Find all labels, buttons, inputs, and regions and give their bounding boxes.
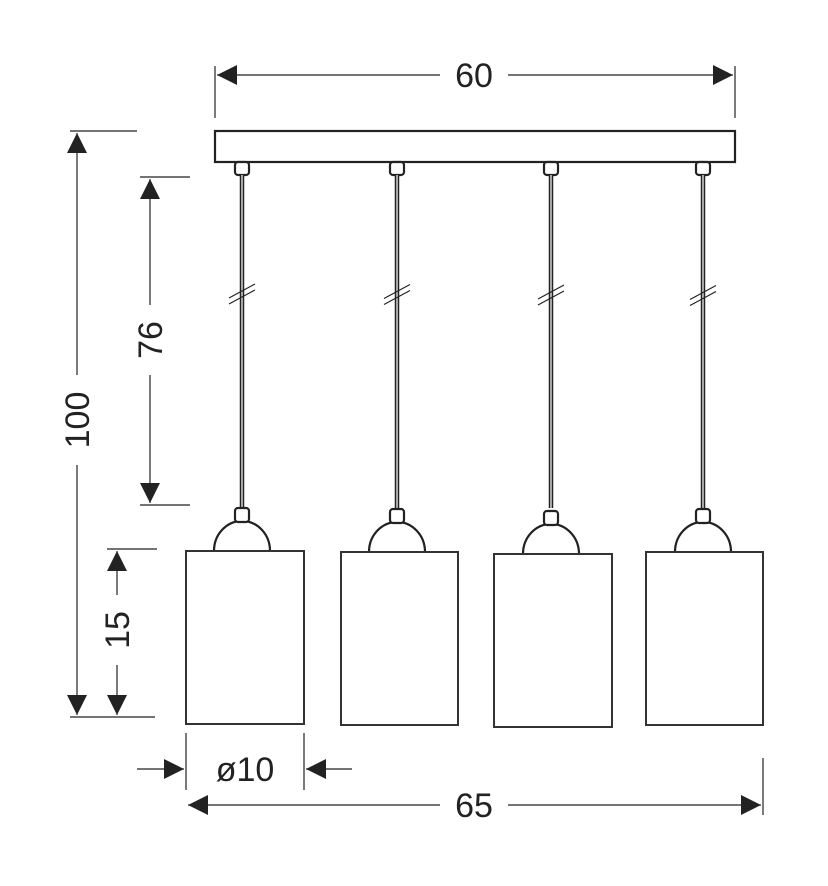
shade xyxy=(185,550,305,725)
dim-label-65: 65 xyxy=(455,787,493,825)
dim-canopy-width: 60 xyxy=(214,57,736,118)
shade xyxy=(340,551,459,726)
ceiling-connector xyxy=(233,160,251,177)
pendant-2 xyxy=(340,160,459,726)
cable-break-mark xyxy=(383,283,411,306)
socket-connector xyxy=(233,506,251,524)
shade-cap xyxy=(367,520,427,553)
shade xyxy=(645,551,764,726)
dim-shade-diameter: ø10 xyxy=(137,733,352,790)
dim-label-100: 100 xyxy=(59,392,97,449)
dim-label-60: 60 xyxy=(455,57,493,95)
dim-label-15: 15 xyxy=(99,611,137,649)
dim-total-height: 100 xyxy=(59,130,155,718)
ceiling-connector xyxy=(694,160,712,177)
shade-cap xyxy=(521,522,581,555)
pendant-4 xyxy=(645,160,764,726)
dim-shade-height: 15 xyxy=(99,548,157,715)
ceiling-connector xyxy=(542,160,560,177)
canopy xyxy=(213,129,737,164)
dim-label-76: 76 xyxy=(132,321,170,359)
pendant-3 xyxy=(493,160,613,728)
pendant-1 xyxy=(185,160,305,725)
socket-connector xyxy=(694,507,712,525)
dim-total-width: 65 xyxy=(188,758,764,825)
socket-connector xyxy=(388,507,406,525)
cable-break-mark xyxy=(689,284,717,307)
cable-break-mark xyxy=(228,283,256,305)
socket-connector xyxy=(542,509,560,527)
dim-cable-length: 76 xyxy=(132,176,190,506)
shade xyxy=(493,553,613,728)
dim-label-diameter: ø10 xyxy=(216,751,275,789)
shade-cap xyxy=(212,519,272,552)
shade-cap xyxy=(673,520,733,553)
cable-break-mark xyxy=(537,284,565,306)
ceiling-connector xyxy=(388,160,406,177)
